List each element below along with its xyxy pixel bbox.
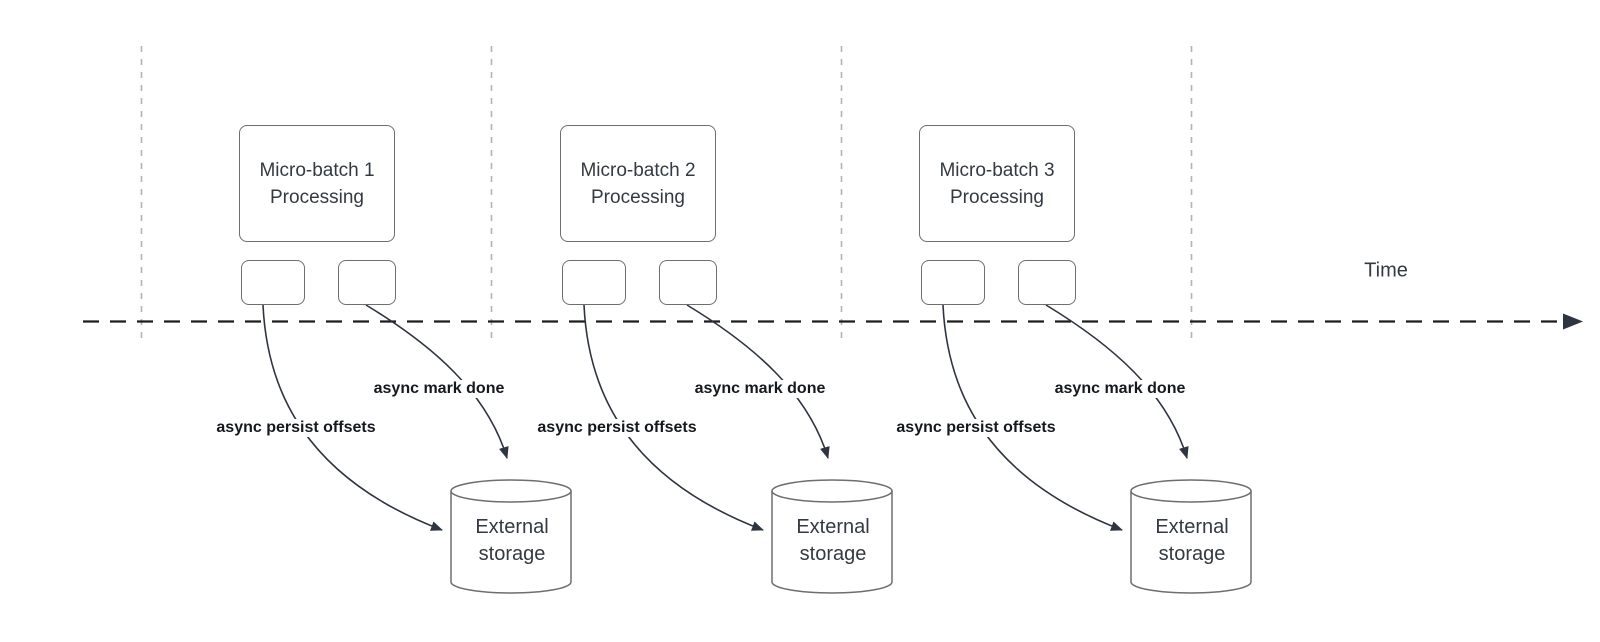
mark-done-task-box	[659, 260, 717, 305]
offset-task-box	[241, 260, 305, 305]
microbatch-3-processing-box: Micro-batch 3 Processing	[919, 125, 1075, 242]
storage-cylinder-top	[771, 479, 893, 503]
external-storage-line2: storage	[799, 543, 867, 565]
storage-cylinder-top	[1130, 479, 1252, 503]
mark-done-task-box	[1018, 260, 1076, 305]
mark-done-task-box	[338, 260, 396, 305]
time-axis-arrowhead-icon	[1563, 313, 1583, 330]
offset-task-box	[921, 260, 985, 305]
microbatch-box-title-line2: Processing	[591, 186, 685, 208]
mark-done-arrow	[1045, 304, 1189, 459]
external-storage-label: External storage	[1133, 514, 1251, 568]
microbatch-box-title-line2: Processing	[950, 186, 1044, 208]
mark-done-label: async mark done	[371, 380, 507, 398]
storage-cylinder-body	[450, 491, 572, 594]
storage-cylinder-top	[450, 479, 572, 503]
external-storage-line1: External	[796, 516, 870, 538]
microbatch-box-title-line1: Micro-batch 2	[580, 159, 696, 181]
mark-done-arrow	[365, 304, 509, 459]
microbatch-1-processing-box: Micro-batch 1 Processing	[239, 125, 395, 242]
external-storage-line2: storage	[478, 543, 546, 565]
offset-task-box	[562, 260, 626, 305]
microbatch-box-title-line1: Micro-batch 1	[259, 159, 375, 181]
mark-done-label: async mark done	[1052, 380, 1188, 398]
external-storage-label: External storage	[774, 514, 892, 568]
persist-offsets-label: async persist offsets	[535, 419, 699, 437]
group2-connectors	[583, 304, 893, 594]
external-storage-line1: External	[1155, 516, 1229, 538]
external-storage-label: External storage	[453, 514, 571, 568]
external-storage-line2: storage	[1158, 543, 1226, 565]
time-axis-label: Time	[1364, 259, 1408, 282]
persist-offsets-label: async persist offsets	[214, 419, 378, 437]
storage-cylinder-body	[771, 491, 893, 594]
group1-connectors	[262, 304, 572, 594]
mark-done-label: async mark done	[692, 380, 828, 398]
microbatch-box-title-line2: Processing	[270, 186, 364, 208]
external-storage-line1: External	[475, 516, 549, 538]
storage-cylinder-body	[1130, 491, 1252, 594]
microbatch-2-processing-box: Micro-batch 2 Processing	[560, 125, 716, 242]
microbatch-box-title-line1: Micro-batch 3	[939, 159, 1055, 181]
persist-offsets-label: async persist offsets	[894, 419, 1058, 437]
mark-done-arrow	[686, 304, 830, 459]
